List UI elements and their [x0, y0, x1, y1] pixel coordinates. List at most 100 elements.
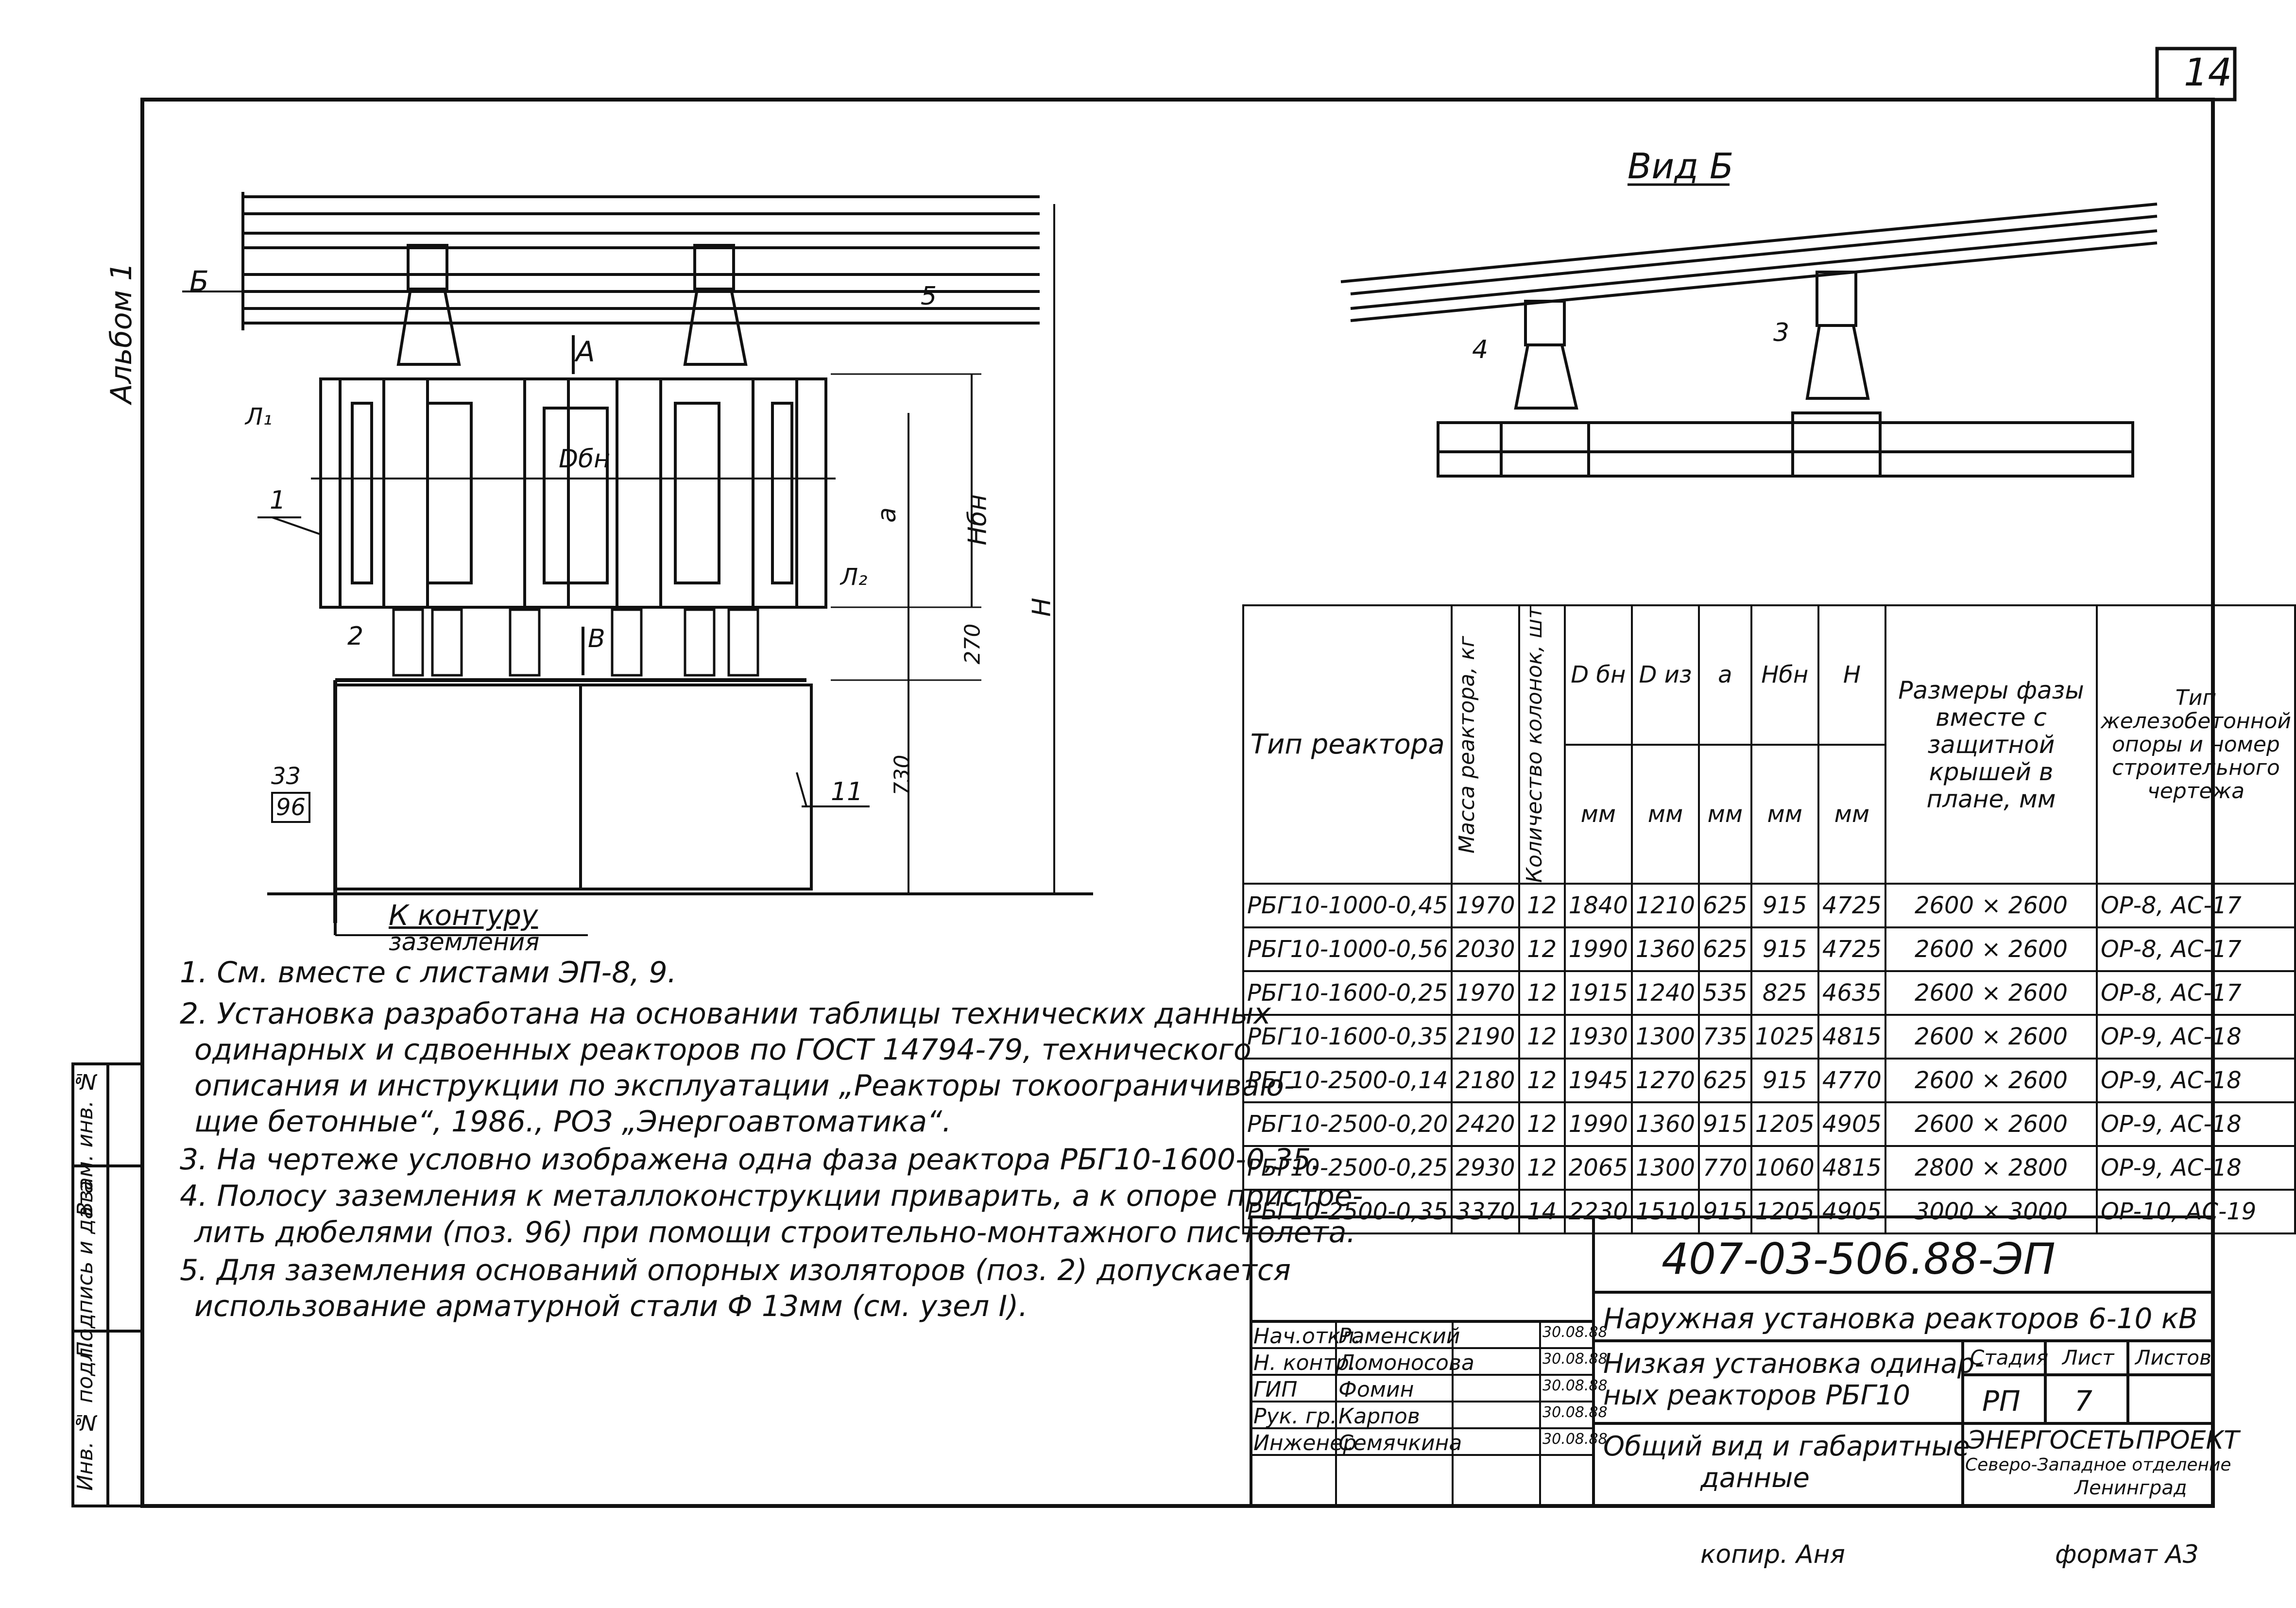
note-line: 2. Установка разработана на основании та… [180, 997, 1271, 1031]
table-cell: ОР-9, АС-18 [2095, 1014, 2296, 1060]
table-cell: 12 [1518, 1058, 1566, 1104]
table-cell: 1300 [1630, 1145, 1700, 1191]
table-cell: РБГ10-2500-0,14 [1242, 1058, 1453, 1104]
stage-label: Стадия [1970, 1346, 2049, 1369]
table-cell: 625 [1698, 883, 1752, 929]
table-cell: 825 [1750, 970, 1819, 1016]
table-cell: 2190 [1451, 1014, 1520, 1060]
table-cell: 1840 [1563, 883, 1633, 929]
table-cell: 1025 [1750, 1014, 1819, 1060]
table-cell: ОР-8, АС-17 [2095, 926, 2296, 973]
table-cell: 3370 [1451, 1189, 1520, 1235]
staff-name: Карпов [1338, 1404, 1420, 1429]
table-cell: 3000 × 3000 [1884, 1189, 2098, 1235]
staff-date: 30.08.88 [1542, 1377, 1608, 1394]
table-cell: РБГ10-1600-0,35 [1242, 1014, 1453, 1060]
ground-label-1: К контуру [389, 899, 538, 932]
title-2b: ных реакторов РБГ10 [1603, 1380, 1911, 1411]
pos-11-label: 11 [831, 777, 863, 806]
l1-label: Л₁ [245, 403, 273, 430]
title-1: Наружная установка реакторов 6-10 кВ [1603, 1302, 2198, 1335]
side-stamp-inv-orig: Инв. № подл. [73, 1341, 98, 1491]
table-cell: 2065 [1563, 1145, 1633, 1191]
table-cell: 4635 [1817, 970, 1886, 1016]
pos-2-label: 2 [347, 622, 364, 651]
table-cell: 2600 × 2600 [1884, 926, 2098, 973]
table-cell: ОР-9, АС-18 [2095, 1145, 2296, 1191]
table-cell: 4725 [1817, 926, 1886, 973]
page-number: 14 [2184, 51, 2232, 95]
note-line: 3. На чертеже условно изображена одна фа… [180, 1143, 1320, 1177]
table-cell: 625 [1698, 926, 1752, 973]
table-cell: 4770 [1817, 1058, 1886, 1104]
unit-mm: мм [1563, 743, 1633, 885]
table-cell: 12 [1518, 883, 1566, 929]
table-cell: 535 [1698, 970, 1752, 1016]
sheet-label: Лист [2062, 1346, 2114, 1369]
table-cell: 915 [1750, 883, 1819, 929]
header-support: Тип железобетонной опоры и номер строите… [2095, 604, 2296, 885]
staff-name: Фомин [1338, 1377, 1414, 1402]
table-cell: 625 [1698, 1058, 1752, 1104]
table-cell: ОР-9, АС-18 [2095, 1101, 2296, 1147]
header-d-bn: D бн [1563, 604, 1633, 746]
unit-mm: мм [1817, 743, 1886, 885]
table-cell: РБГ10-2500-0,20 [1242, 1101, 1453, 1147]
document-code: 407-03-506.88-ЭП [1662, 1234, 2056, 1284]
view-b-title: Вид Б [1628, 146, 1734, 187]
table-cell: 2230 [1563, 1189, 1633, 1235]
view-b-drawing [1340, 183, 2158, 478]
note-line: щие бетонные“, 1986., РОЗ „Энергоавтомат… [194, 1105, 952, 1139]
a-label: а [872, 507, 902, 523]
table-cell: 2600 × 2600 [1884, 970, 2098, 1016]
header-h-bn: Нбн [1750, 604, 1819, 746]
staff-date: 30.08.88 [1542, 1324, 1608, 1341]
header-mass: Масса реактора, кг [1451, 604, 1520, 885]
table-cell: 12 [1518, 1014, 1566, 1060]
stage-value: РП [1982, 1385, 2021, 1418]
title-3a: Общий вид и габаритные [1603, 1431, 1970, 1462]
table-cell: 12 [1518, 1145, 1566, 1191]
table-cell: 1360 [1630, 926, 1700, 973]
note-line: лить дюбелями (поз. 96) при помощи строи… [194, 1215, 1356, 1249]
table-cell: РБГ10-1000-0,56 [1242, 926, 1453, 973]
table-cell: 2600 × 2600 [1884, 1058, 2098, 1104]
note-line: использование арматурной стали Ф 13мм (с… [194, 1289, 1028, 1323]
table-cell: 1360 [1630, 1101, 1700, 1147]
table-cell: РБГ10-1000-0,45 [1242, 883, 1453, 929]
d-bn-label: Dбн [559, 445, 611, 474]
header-d-iz: D из [1630, 604, 1700, 746]
table-cell: 1510 [1630, 1189, 1700, 1235]
staff-name: Семячкина [1338, 1431, 1462, 1455]
table-cell: 12 [1518, 970, 1566, 1016]
sheet-value: 7 [2074, 1385, 2092, 1418]
table-cell: РБГ10-2500-0,35 [1242, 1189, 1453, 1235]
h-bn-label: Нбн [963, 494, 993, 546]
title-3b: данные [1700, 1462, 1810, 1494]
table-cell: 14 [1518, 1189, 1566, 1235]
arrow-v-label: В [588, 624, 605, 653]
staff-name: Ломоносова [1338, 1351, 1474, 1375]
table-cell: 1970 [1451, 970, 1520, 1016]
section-mark-b: Б [189, 265, 209, 298]
staff-date: 30.08.88 [1542, 1351, 1608, 1368]
table-cell: 735 [1698, 1014, 1752, 1060]
h-label: Н [1027, 598, 1057, 617]
side-stamp-inv-repl: Взам. инв. № [73, 1069, 98, 1216]
note-line: 1. См. вместе с листами ЭП-8, 9. [180, 956, 677, 990]
table-cell: 1945 [1563, 1058, 1633, 1104]
table-cell: 1990 [1563, 926, 1633, 973]
ground-label-2: заземления [389, 928, 540, 956]
table-cell: 2930 [1451, 1145, 1520, 1191]
header-type: Тип реактора [1242, 604, 1453, 885]
table-cell: 915 [1750, 1058, 1819, 1104]
reactor-data-table: Тип реактора Масса реактора, кг Количест… [1242, 604, 2296, 1235]
table-unit-row: мм мм мм мм мм [1243, 743, 2295, 885]
pos-1-label: 1 [270, 486, 286, 515]
